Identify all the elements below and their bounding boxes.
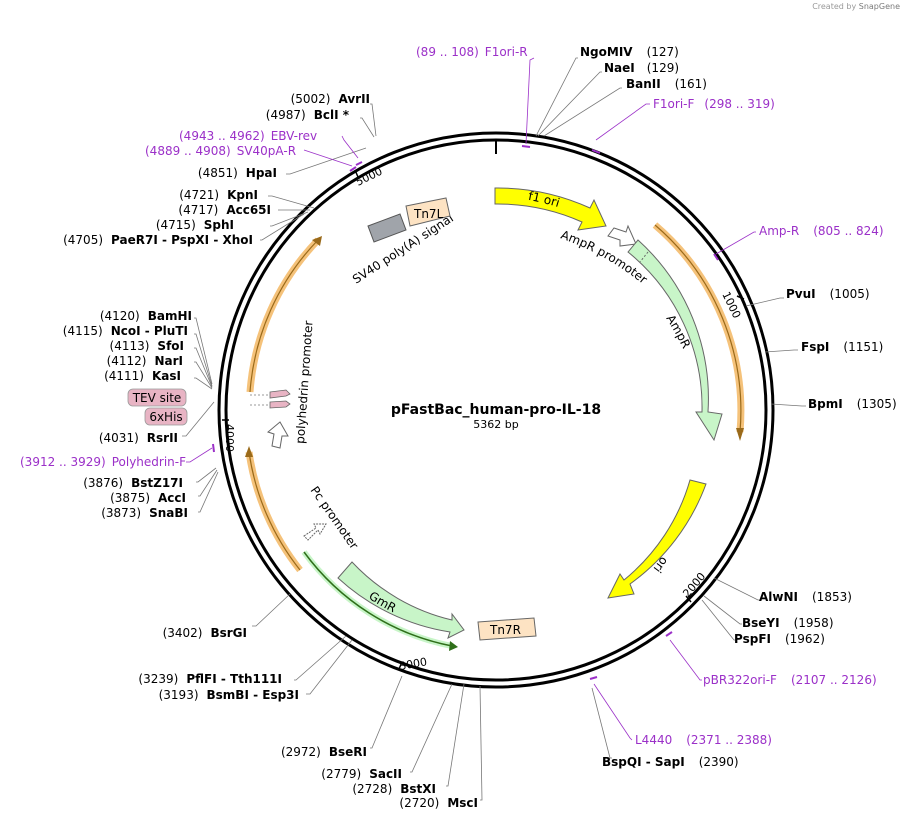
site-hpai: (4851)HpaI <box>198 166 277 180</box>
site-kpni: (4721)KpnI <box>179 188 258 202</box>
tev-mark <box>269 389 291 399</box>
feature-tn7r <box>477 617 537 641</box>
primer-marks <box>212 145 719 680</box>
pc-promoter-label: Pc promoter <box>308 484 362 552</box>
site-sphi: (4715)SphI <box>156 218 234 232</box>
site-bamhi: (4120)BamHI <box>100 309 192 323</box>
primer-f1ori-f: F1ori-F(298 .. 319) <box>653 97 775 111</box>
snapgene-brand: SnapGene <box>858 2 900 11</box>
tick-3000: 3000 <box>398 655 428 673</box>
site-acci: (3875)AccI <box>110 491 186 505</box>
feature-ori <box>607 479 707 599</box>
site-alwni: AlwNI(1853) <box>759 590 852 604</box>
site-leaders <box>182 57 806 801</box>
site-paer7i-pspxi-xhoi: (4705)PaeR7I - PspXI - XhoI <box>63 233 253 247</box>
site-pflfi-tth111i: (3239)PflFI - Tth111I <box>138 672 282 686</box>
site-avrii: (5002)AvrII <box>291 92 370 106</box>
his-label: 6xHis <box>149 410 182 424</box>
site-bpmi: BpmI(1305) <box>808 397 897 411</box>
plasmid-name: pFastBac_human-pro-IL-18 <box>391 402 601 418</box>
site-pspfi: PspFI(1962) <box>734 632 825 646</box>
primer-polyhedrin-f: (3912 .. 3929)Polyhedrin-F <box>20 455 186 469</box>
site-banii: BanII(161) <box>626 77 707 91</box>
site-bseyi: BseYI(1958) <box>742 616 834 630</box>
feature-polyhedrin-promoter <box>266 421 289 449</box>
tev-site-box <box>127 388 187 407</box>
site-sfoi: (4113)SfoI <box>110 339 184 353</box>
feature-pc-promoter <box>303 523 327 541</box>
site-ngomiv: NgoMIV(127) <box>580 45 679 59</box>
credit-prefix: Created by <box>812 2 857 11</box>
site-msci: (2720)MscI <box>399 796 478 810</box>
tick-4000: 4000 <box>223 424 236 452</box>
site-acc65i: (4717)Acc65I <box>178 203 271 217</box>
plasmid-length: 5362 bp <box>473 418 518 431</box>
feature-sv40 <box>367 213 407 243</box>
feature-tn7l <box>405 197 451 227</box>
snapgene-credit: Created by SnapGene <box>812 2 900 11</box>
site-bseri: (2972)BseRI <box>281 745 367 759</box>
site-nari: (4112)NarI <box>107 354 183 368</box>
his-mark <box>269 400 291 409</box>
gmr-orf <box>301 550 458 651</box>
tn7l-label: Tn7L <box>413 207 444 221</box>
site-rsrii: (4031)RsrII <box>99 431 178 445</box>
site-bstxi: (2728)BstXI <box>352 782 436 796</box>
primer-f1ori-r: (89 .. 108)F1ori-R <box>416 45 528 59</box>
tev-site-label: TEV site <box>132 391 182 405</box>
primer-leaders <box>186 57 756 741</box>
orf-arrows <box>245 222 745 573</box>
feature-gmr <box>337 561 465 639</box>
site-bspqi-sapi: BspQI - SapI(2390) <box>602 755 739 769</box>
tn7r-label: Tn7R <box>489 623 521 637</box>
primer-pbr322ori-f: pBR322ori-F(2107 .. 2126) <box>703 673 877 687</box>
site-bsrgi: (3402)BsrGI <box>163 626 247 640</box>
site-bsmbi-esp3i: (3193)BsmBI - Esp3I <box>159 688 299 702</box>
site-snabi: (3873)SnaBI <box>101 506 188 520</box>
tick-marks <box>222 169 745 670</box>
feature-ampr-promoter <box>607 224 637 247</box>
primer-l4440: L4440(2371 .. 2388) <box>635 733 772 747</box>
primer-amp-r: Amp-R(805 .. 824) <box>759 224 884 238</box>
polyhedrin-promoter-label: polyhedrin promoter <box>293 320 316 444</box>
tick-2000: 2000 <box>680 570 708 600</box>
site-kasi: (4111)KasI <box>104 369 181 383</box>
site-bstz17i: (3876)BstZ17I <box>83 476 183 490</box>
site-ncoi-pluti: (4115)NcoI - PluTI <box>63 324 188 338</box>
site-naei: NaeI(129) <box>604 61 679 75</box>
site-fspi: FspI(1151) <box>801 340 883 354</box>
primer-ebv-rev: (4943 .. 4962)EBV-rev <box>179 129 317 143</box>
site-sacii: (2779)SacII <box>321 767 402 781</box>
his-box <box>144 407 188 426</box>
feature-ampr <box>627 239 723 442</box>
backbone-outer <box>217 131 775 689</box>
feature-f1ori <box>494 187 607 231</box>
site-pvui: PvuI(1005) <box>786 287 870 301</box>
primer-sv40pa-r: (4889 .. 4908)SV40pA-R <box>145 144 296 158</box>
site-bcli: (4987)BclI * <box>266 108 350 122</box>
